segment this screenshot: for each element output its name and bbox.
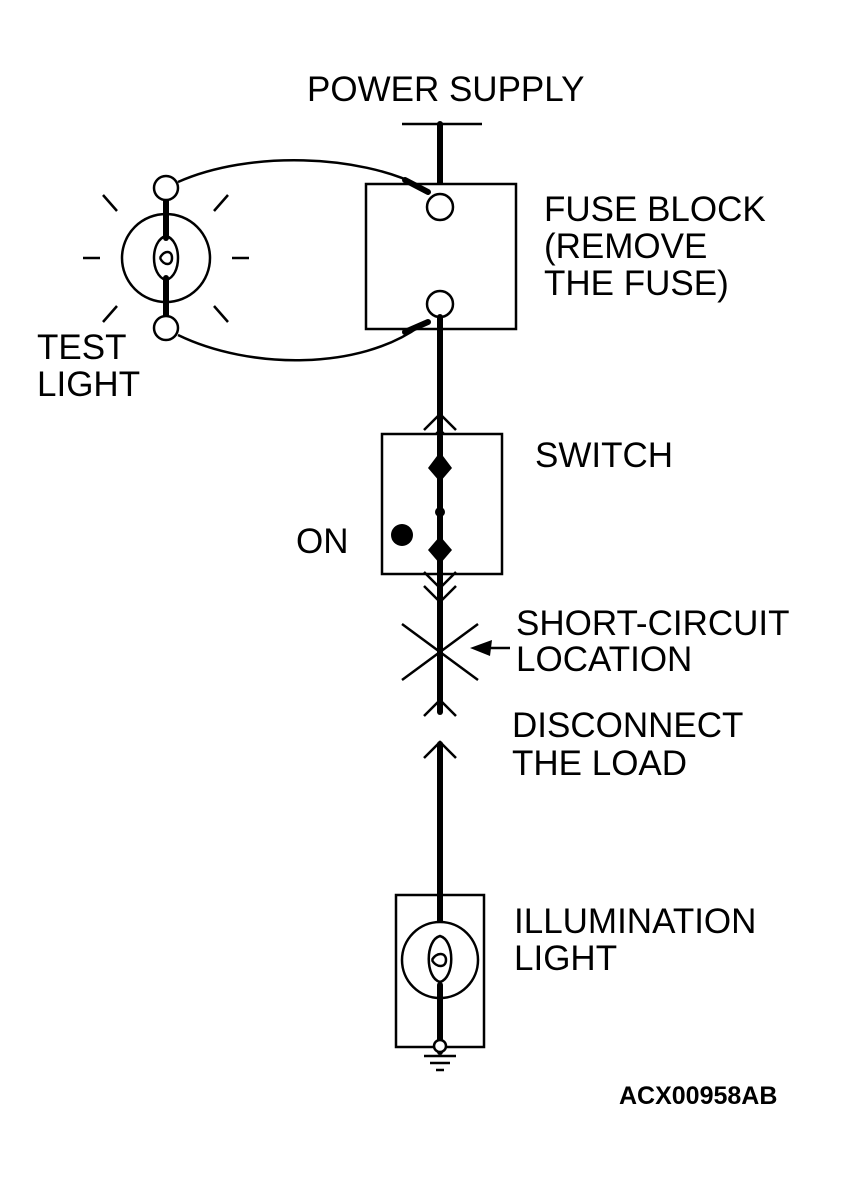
test-light-label-line2: LIGHT <box>37 365 140 404</box>
power-supply-label: POWER SUPPLY <box>307 70 584 109</box>
power-supply-terminal <box>402 121 482 195</box>
switch-on-label: ON <box>296 522 349 561</box>
fuse-block-label-line1: FUSE BLOCK <box>544 190 766 229</box>
switch <box>380 432 504 578</box>
fuse-terminal-top <box>425 192 455 222</box>
short-circuit-marker <box>401 622 510 682</box>
illumination-light-label-line2: LIGHT <box>514 939 617 978</box>
fuse-block-label-line3: THE FUSE) <box>544 264 729 303</box>
switch-on-contact <box>391 524 413 546</box>
test-light-probe-top <box>152 174 180 202</box>
ground-icon <box>424 1037 456 1072</box>
fuse-block-label-line2: (REMOVE <box>544 227 707 266</box>
figure-code: ACX00958AB <box>619 1082 777 1110</box>
fuse-block <box>364 182 518 331</box>
short-circuit-label-line2: LOCATION <box>516 640 692 679</box>
fuse-terminal-bottom <box>425 289 455 319</box>
short-circuit-label-line1: SHORT-CIRCUIT <box>516 604 790 643</box>
disconnect-label-line2: THE LOAD <box>512 744 687 783</box>
switch-label: SWITCH <box>535 436 673 475</box>
illumination-light <box>394 893 486 1049</box>
test-light <box>83 159 431 362</box>
test-light-label-line1: TEST <box>37 328 126 367</box>
disconnect-label-line1: DISCONNECT <box>512 706 743 745</box>
test-light-probe-bottom <box>152 314 180 342</box>
illumination-light-label-line1: ILLUMINATION <box>514 902 756 941</box>
